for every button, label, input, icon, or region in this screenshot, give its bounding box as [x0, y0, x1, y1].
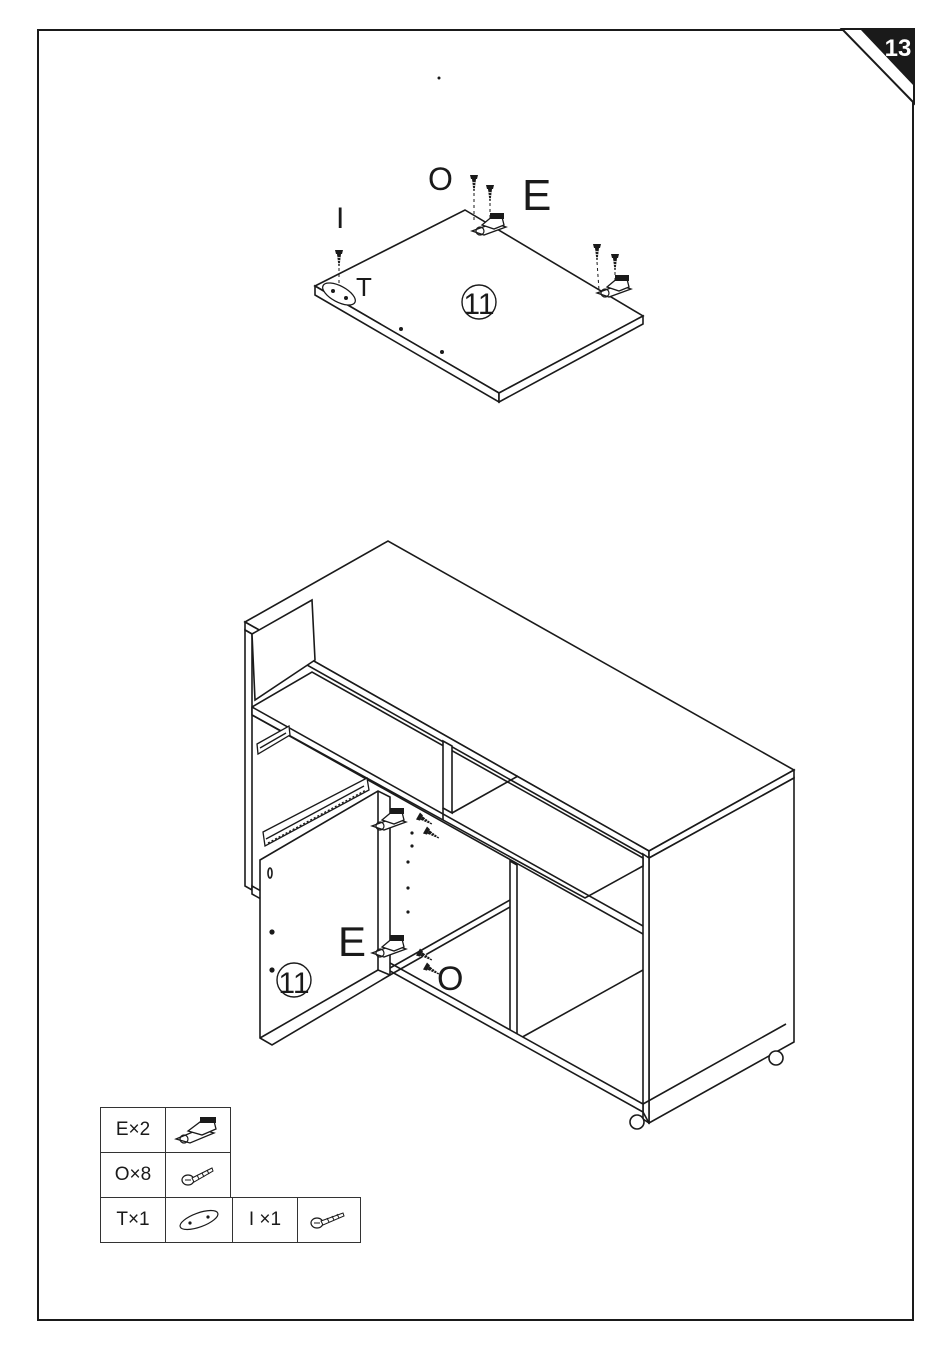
- top-panel-label: 11: [463, 288, 494, 321]
- top-screw-o4: [611, 254, 619, 270]
- top-hinge-2: [597, 275, 631, 297]
- bottom-label-e: E: [338, 918, 366, 965]
- part-e-image: [165, 1107, 231, 1153]
- top-label-i: I: [336, 202, 344, 235]
- part-t-image: [165, 1197, 233, 1243]
- step-number: 13: [885, 35, 912, 62]
- top-door-panel: 11 I O E T: [315, 161, 643, 402]
- top-label-e: E: [522, 171, 551, 220]
- plate-icon: [174, 1205, 224, 1235]
- top-label-t: T: [356, 272, 372, 302]
- hinge-icon: [170, 1111, 226, 1149]
- speck-mark: [438, 77, 441, 80]
- part-i-image: [297, 1197, 361, 1243]
- top-screw-o2: [486, 185, 494, 201]
- top-screw-i: [335, 250, 343, 266]
- screw-icon: [307, 1205, 351, 1235]
- part-t-count: T×1: [100, 1197, 166, 1243]
- part-e-count: E×2: [100, 1107, 166, 1153]
- bottom-label-o: O: [437, 960, 463, 998]
- screw-icon: [178, 1160, 218, 1190]
- door-screw-2: [423, 827, 441, 842]
- side-holes: [406, 831, 413, 913]
- top-screw-o1: [470, 175, 478, 191]
- part-i-count: I ×1: [232, 1197, 298, 1243]
- top-label-o: O: [428, 161, 453, 197]
- top-screw-o3: [593, 244, 601, 260]
- bottom-panel-label: 11: [278, 967, 309, 1000]
- part-o-image: [165, 1152, 231, 1198]
- part-o-count: O×8: [100, 1152, 166, 1198]
- step-badge: 13: [842, 29, 914, 103]
